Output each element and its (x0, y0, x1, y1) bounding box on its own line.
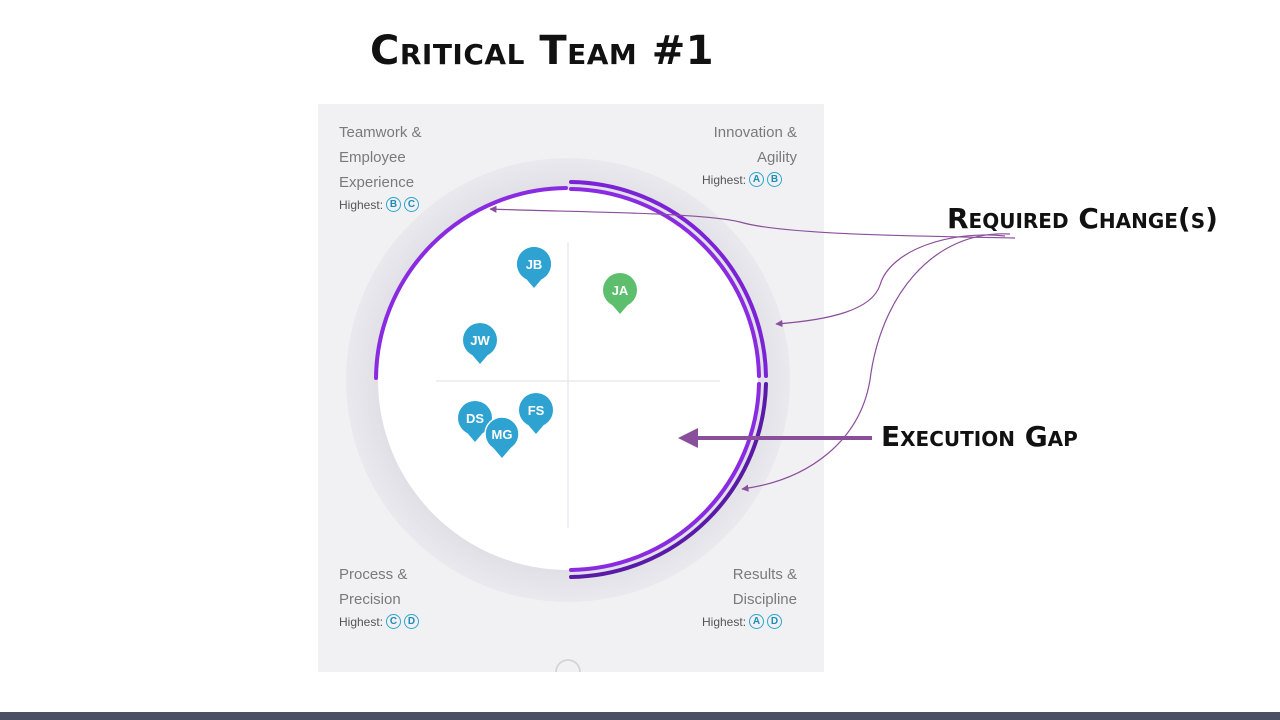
required-change-arrow-2 (775, 234, 1006, 328)
arc-teamwork (374, 186, 568, 380)
highest-process: Highest: C D (339, 614, 420, 629)
badge-icon[interactable]: C (386, 614, 402, 629)
highest-label: Highest: (702, 614, 747, 629)
pin-label: MG (492, 427, 513, 442)
pin-label: JB (526, 257, 543, 272)
highest-label: Highest: (339, 197, 384, 212)
pin-mg[interactable]: MG (484, 416, 520, 458)
pin-label: JA (612, 283, 629, 298)
bottom-handle[interactable] (555, 659, 581, 673)
arc-innovation-outer (569, 180, 768, 378)
highest-label: Highest: (702, 172, 747, 187)
pin-label: FS (528, 403, 545, 418)
pin-jb[interactable]: JB (516, 247, 551, 288)
slide-title: Critical Team #1 (370, 28, 715, 74)
badge-icon[interactable]: A (749, 614, 765, 629)
badge-icon[interactable]: C (404, 197, 420, 212)
execution-gap-label: Execution Gap (881, 420, 1078, 453)
badge-icon[interactable]: D (767, 614, 783, 629)
arc-results-outer (569, 382, 768, 579)
highest-teamwork: Highest: B C (339, 197, 420, 212)
arc-innovation-inner (569, 187, 761, 378)
badge-icon[interactable]: B (767, 172, 783, 187)
required-change-label: Required Change(s) (947, 202, 1218, 235)
pin-label: DS (466, 411, 484, 426)
badge-icon[interactable]: A (749, 172, 765, 187)
badge-icon[interactable]: D (404, 614, 420, 629)
pin-fs[interactable]: FS (519, 393, 553, 434)
highest-innovation: Highest: A B (702, 172, 783, 187)
pin-label: JW (470, 333, 490, 348)
quadrant-label-results: Results & Discipline (732, 566, 797, 608)
required-change-arrow-3 (741, 233, 1011, 492)
quadrant-label-teamwork: Teamwork & Employee Experience (339, 124, 422, 191)
arc-results-inner (569, 382, 761, 572)
pin-ja[interactable]: JA (603, 273, 637, 314)
quadrant-label-process: Process & Precision (339, 566, 408, 608)
highest-results: Highest: A D (702, 614, 783, 629)
execution-gap-arrowhead (678, 428, 698, 448)
pin-jw[interactable]: JW (463, 323, 497, 364)
highest-label: Highest: (339, 614, 384, 629)
badge-icon[interactable]: B (386, 197, 402, 212)
pin-ds[interactable]: DS (458, 401, 492, 442)
quadrant-label-innovation: Innovation & Agility (713, 124, 797, 166)
required-change-arrow-1 (489, 205, 1016, 239)
footer-bar (0, 712, 1280, 720)
